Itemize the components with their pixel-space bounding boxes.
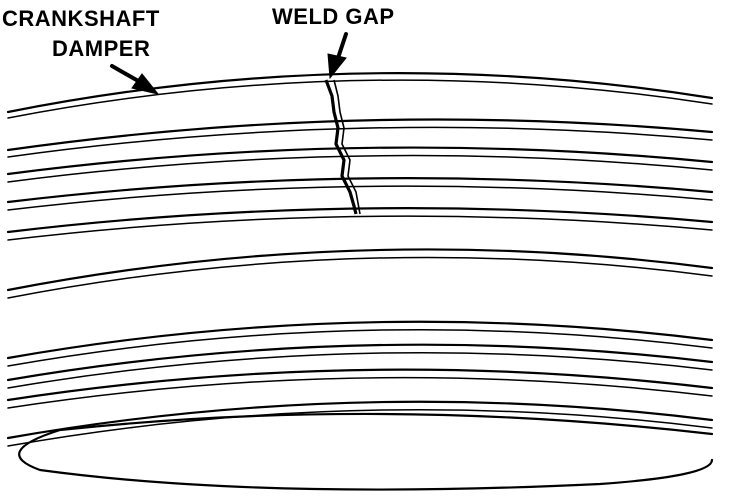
damper-outer-rim	[6, 72, 714, 114]
damper-groove-2b	[7, 154, 713, 183]
weld-gap-label: WELD GAP	[272, 4, 395, 29]
weld-gap-crack	[324, 79, 358, 215]
damper-groove-1	[6, 118, 714, 152]
damper-groove-5b	[7, 328, 713, 367]
damper-groove-3b	[7, 185, 713, 211]
damper-hub-band	[6, 400, 714, 440]
damper-groove-4	[6, 207, 714, 234]
weld-arrow-head	[327, 53, 347, 80]
damper-groove-1b	[7, 126, 713, 158]
damper-groove-5	[6, 320, 714, 360]
damper-arrow-shaft	[110, 64, 142, 84]
damper-groove-6b	[7, 351, 713, 389]
weld-gap-crack-edge	[333, 79, 361, 215]
damper-hub-ellipse	[18, 412, 714, 491]
weld-arrow-shaft	[336, 32, 348, 60]
damper-groove-2	[6, 146, 714, 176]
damper-groove-3	[6, 177, 714, 204]
damper-hub-band-b	[7, 408, 713, 447]
crankshaft-damper-label-line1: CRANKSHAFT	[2, 6, 160, 31]
damper-groove-7	[6, 368, 714, 402]
damper-band-1b	[7, 256, 713, 299]
damper-groove-7b	[7, 376, 713, 409]
damper-arrow-head	[131, 73, 160, 95]
damper-rim-edge	[7, 79, 713, 119]
crankshaft-damper-label-line2: DAMPER	[52, 36, 151, 61]
damper-groove-6	[6, 343, 714, 382]
damper-band-1	[6, 248, 714, 292]
damper-groove-4b	[7, 215, 713, 241]
